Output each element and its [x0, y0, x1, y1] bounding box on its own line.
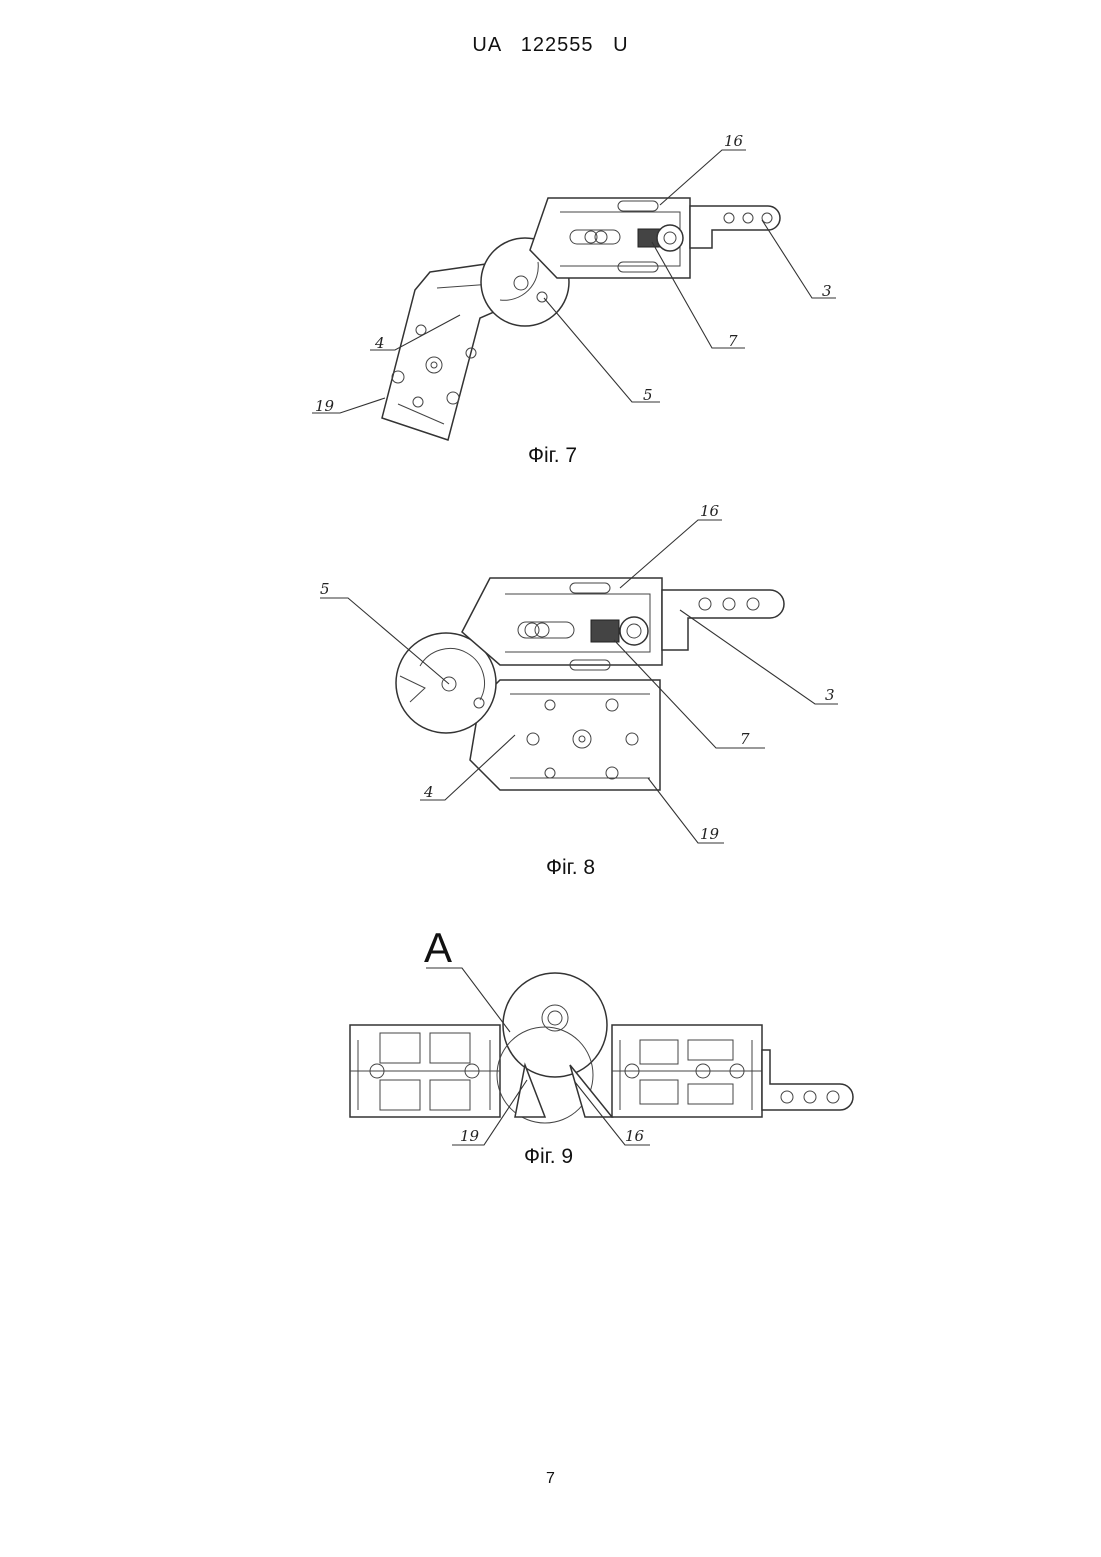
fig8-arm — [662, 590, 784, 650]
fig8-label-5: 5 — [320, 580, 330, 598]
fig8-label-16: 16 — [700, 502, 720, 520]
fig8-label-4: 4 — [423, 783, 434, 801]
fig7-label-3: 3 — [822, 282, 832, 300]
fig8-label-19: 19 — [700, 825, 720, 843]
fig7-label-4: 4 — [374, 334, 385, 352]
figure-9-drawing — [350, 968, 853, 1145]
fig7-label-16: 16 — [724, 132, 744, 150]
figure-8-drawing — [320, 520, 838, 843]
fig7-label-5: 5 — [643, 386, 653, 404]
fig9-label-A: A — [424, 924, 452, 971]
fig9-arm — [762, 1050, 853, 1110]
page-number: 7 — [0, 1470, 1101, 1488]
fig7-label-7: 7 — [728, 332, 738, 350]
fig7-label-19: 19 — [315, 397, 335, 415]
fig8-label-7: 7 — [740, 730, 750, 748]
fig9-label-19: 19 — [460, 1127, 480, 1145]
figure-7-drawing — [312, 150, 836, 440]
figure-8-caption: Фіг. 8 — [546, 856, 595, 880]
fig8-label-3: 3 — [825, 686, 835, 704]
fig9-label-16: 16 — [625, 1127, 645, 1145]
figure-9-caption: Фіг. 9 — [524, 1145, 573, 1169]
fig8-lower-plate — [470, 680, 660, 790]
figure-7-caption: Фіг. 7 — [528, 444, 577, 468]
